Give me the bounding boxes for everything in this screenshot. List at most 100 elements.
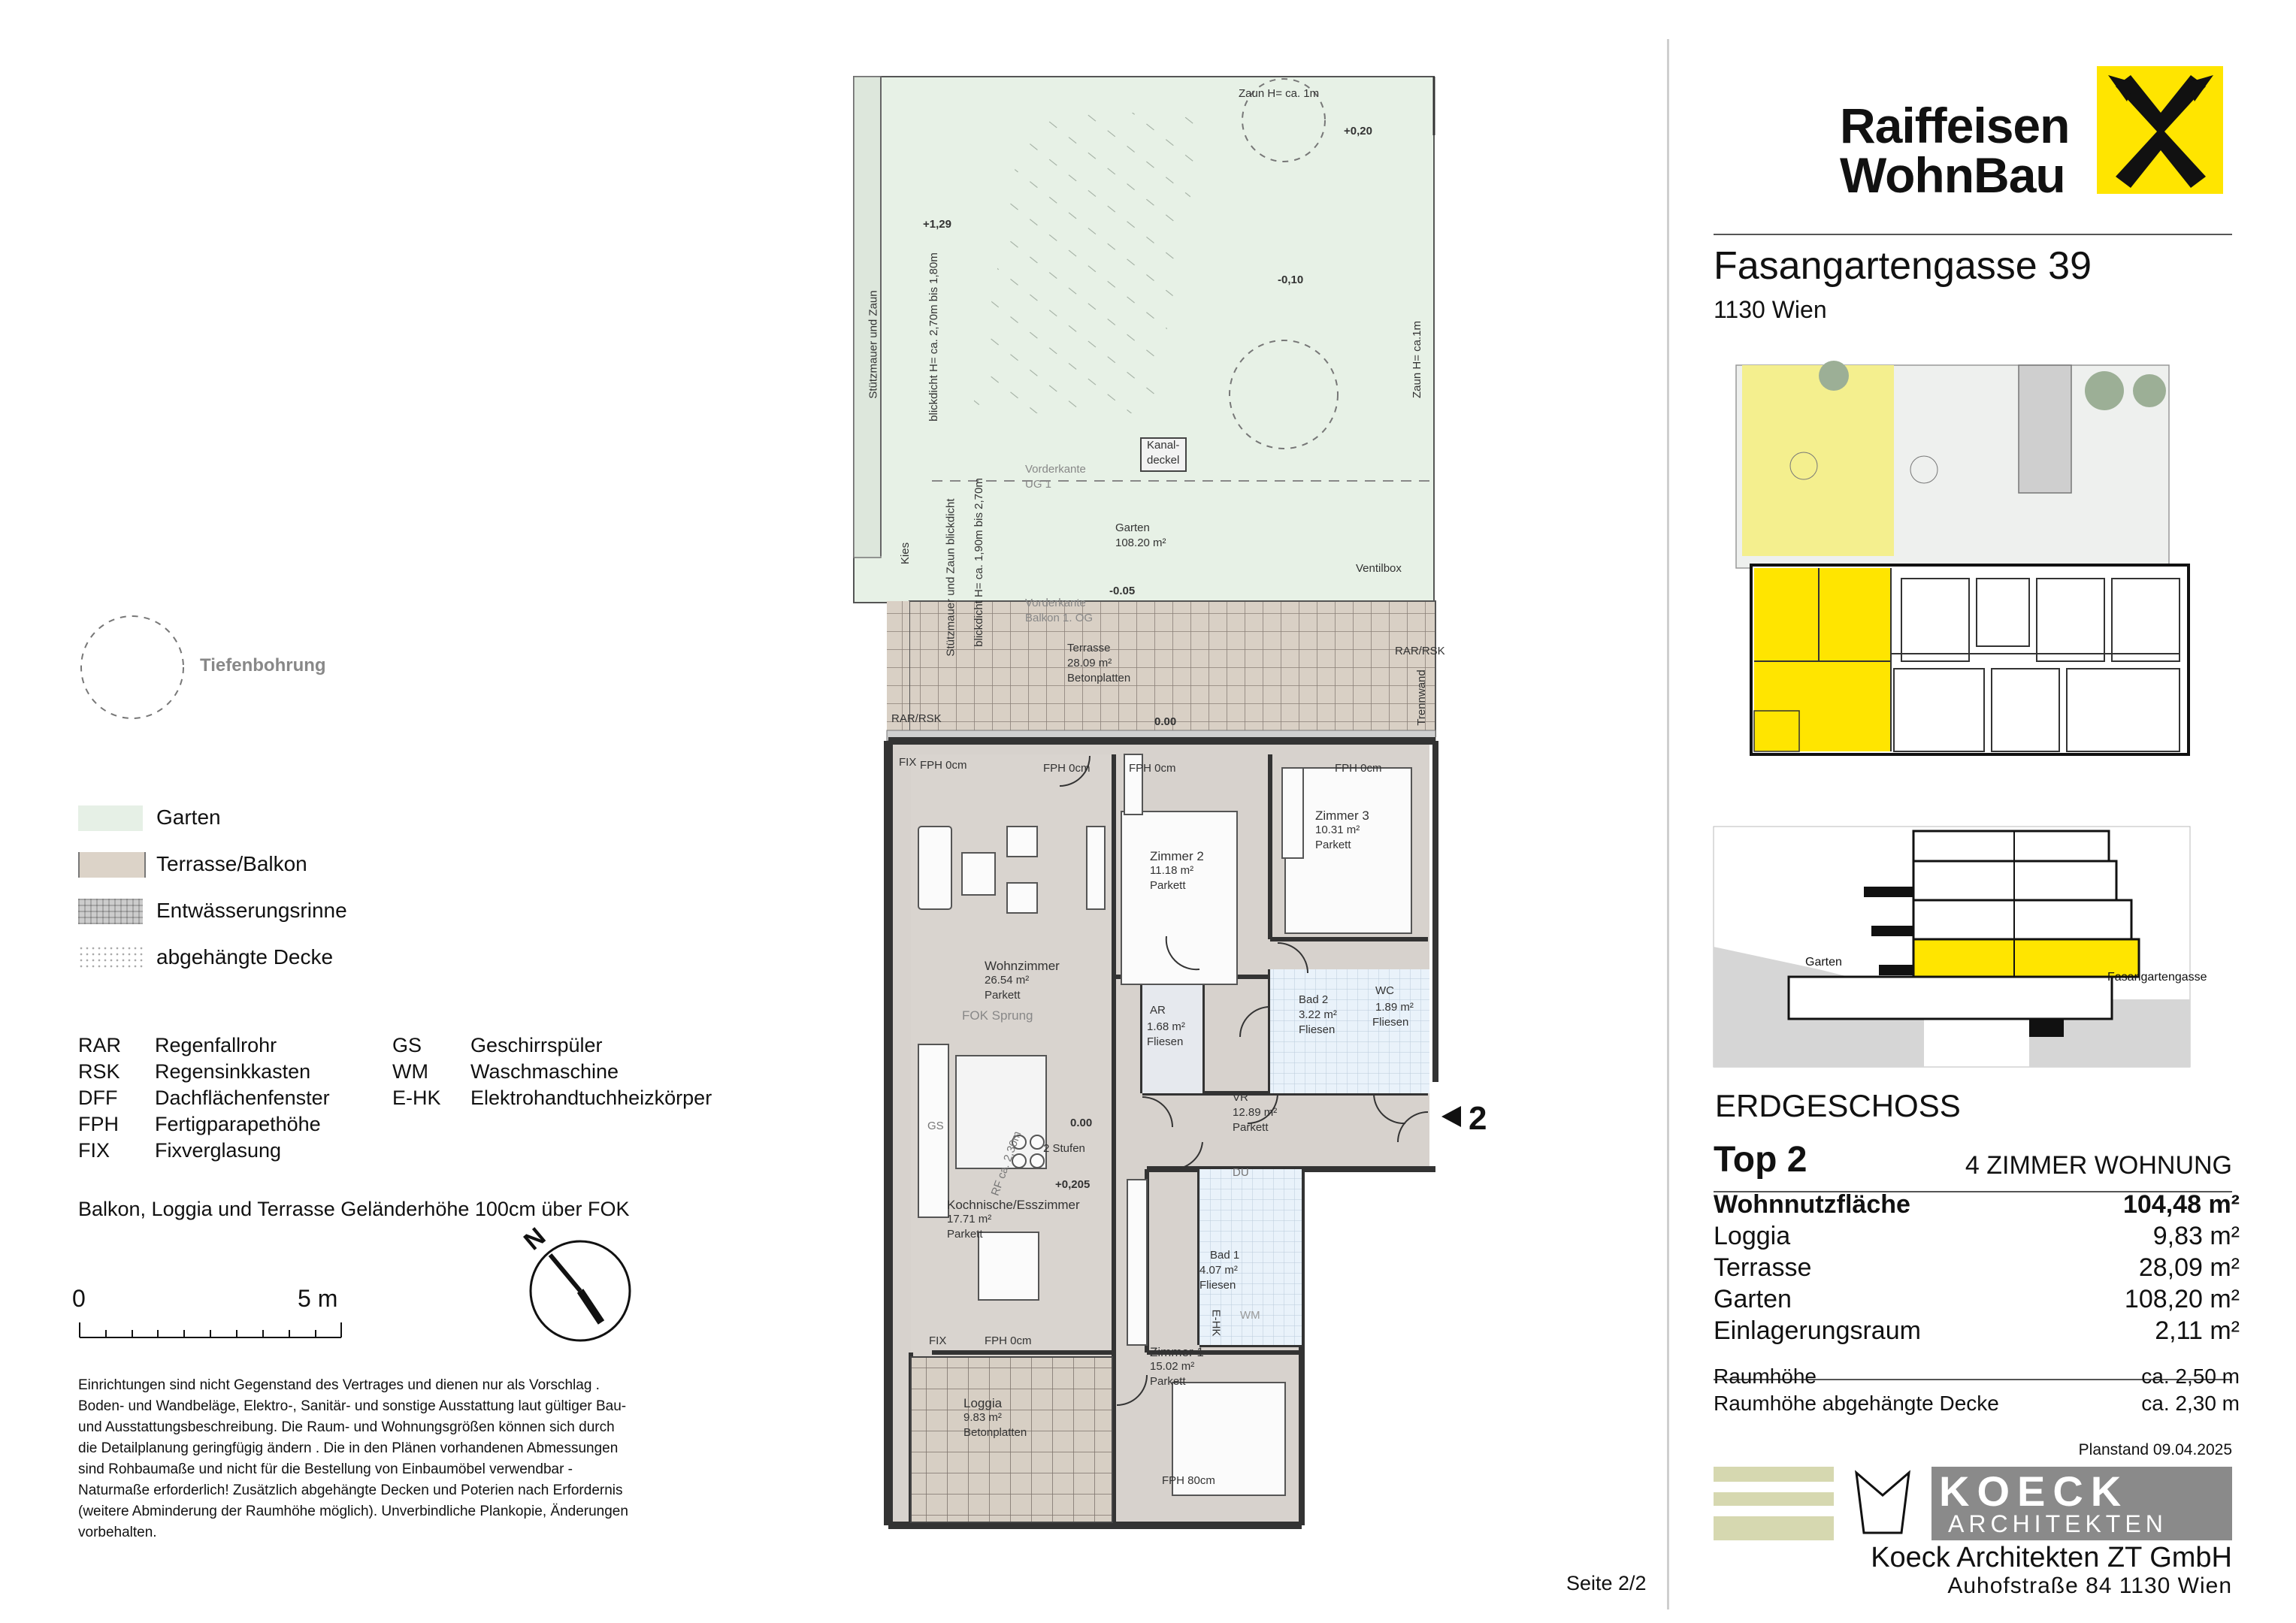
- unit-type: 4 ZIMMER WOHNUNG: [1965, 1151, 2232, 1180]
- height-label: Raumhöhe abgehängte Decke: [1714, 1392, 1999, 1415]
- height-value: ca. 2,30 m: [2141, 1392, 2240, 1415]
- room-bad1-area: 4.07 m²: [1199, 1264, 1238, 1277]
- label-fph0-3: FPH 0cm: [1129, 762, 1176, 775]
- abbr-code: FPH: [78, 1113, 119, 1135]
- height-label: Raumhöhe: [1714, 1365, 1817, 1388]
- legend-label-decke: abgehängte Decke: [156, 945, 334, 969]
- legend-label-garten: Garten: [156, 805, 221, 829]
- room-kochnische-floor: Parkett: [947, 1228, 983, 1241]
- scale-zero: 0: [72, 1285, 86, 1312]
- abbr-text: Elektrohandtuchheizkörper: [470, 1087, 712, 1109]
- level-000-inside: 0.00: [1070, 1117, 1093, 1129]
- label-fph0-1: FPH 0cm: [920, 759, 967, 772]
- label-stuetz2b: blickdicht H= ca. 1,90m bis 2,70m: [972, 478, 985, 647]
- abbr-text: Regenfallrohr: [155, 1034, 277, 1056]
- label-rar-rsk-right: RAR/RSK: [1395, 645, 1445, 657]
- room-loggia-floor: Betonplatten: [963, 1426, 1027, 1439]
- terrace-area: [909, 600, 1436, 737]
- logo-line1: Raiffeisen: [1840, 98, 2070, 153]
- label-fix-bottom: FIX: [929, 1334, 947, 1347]
- room-wohnzimmer-name: Wohnzimmer: [985, 959, 1060, 973]
- room-zimmer2-name: Zimmer 2: [1150, 849, 1204, 863]
- area-value: 108,20 m²: [2124, 1285, 2240, 1313]
- room-garten-name: Garten: [1115, 521, 1150, 534]
- room-bad1-floor: Fliesen: [1199, 1279, 1236, 1292]
- room-zimmer2-floor: Parkett: [1150, 879, 1186, 892]
- abbr-text: Regensinkkasten: [155, 1060, 311, 1083]
- area-value: 2,11 m²: [2155, 1316, 2240, 1345]
- address-street: Fasangartengasse 39: [1714, 244, 2092, 288]
- room-kochnische-area: 17.71 m²: [947, 1213, 992, 1226]
- label-kanal1: Kanal-: [1147, 439, 1180, 452]
- room-wohnzimmer-area: 26.54 m²: [985, 974, 1030, 987]
- room-bad2-area: 3.22 m²: [1299, 1008, 1337, 1021]
- room-bad1-name: Bad 1: [1210, 1249, 1240, 1262]
- area-row-einlagerungsraum: Einlagerungsraum 2,11 m²: [1714, 1316, 2240, 1346]
- label-gs: GS: [927, 1120, 944, 1132]
- label-zaun-right: Zaun H= ca.1m: [1410, 321, 1423, 398]
- label-fph0-5: FPH 0cm: [985, 1334, 1032, 1347]
- room-vr-area: 12.89 m²: [1233, 1106, 1278, 1119]
- height-row-raumhoehe: Raumhöhe ca. 2,50 m: [1714, 1365, 2240, 1389]
- level-plus-020: +0,20: [1344, 125, 1372, 138]
- level-plus-0205: +0,205: [1055, 1178, 1091, 1191]
- loggia-area: [910, 1356, 1113, 1523]
- area-label: Loggia: [1714, 1222, 1791, 1250]
- raiffeisen-logo-text: Raiffeisen WohnBau: [1840, 98, 2070, 203]
- logo-line2: WohnBau: [1840, 147, 2066, 203]
- room-wc-area: 1.89 m²: [1375, 1001, 1414, 1014]
- label-rf: RF ca. 2,30m: [988, 1129, 1024, 1198]
- scale-five: 5 m: [298, 1285, 338, 1312]
- room-ar-name: AR: [1150, 1004, 1166, 1017]
- label-fph80: FPH 80cm: [1162, 1474, 1215, 1487]
- label-kies: Kies: [899, 542, 912, 565]
- height-value: ca. 2,50 m: [2141, 1365, 2240, 1388]
- koeck-logo: [1714, 1467, 2232, 1540]
- abbr-code: RAR: [78, 1034, 122, 1056]
- legend-swatch-garten: [78, 805, 143, 831]
- legend-label-terrasse: Terrasse/Balkon: [156, 852, 307, 875]
- abbr-code: GS: [392, 1034, 422, 1056]
- level-minus-005: -0.05: [1109, 585, 1136, 597]
- railing-note: Balkon, Loggia und Terrasse Geländerhöhe…: [78, 1198, 630, 1220]
- label-kanal2: deckel: [1147, 454, 1180, 467]
- room-bad2-floor: Fliesen: [1299, 1023, 1336, 1036]
- entrance-arrow-icon: [1441, 1106, 1461, 1127]
- scale-bar: [79, 1322, 342, 1338]
- planstand: Planstand 09.04.2025: [2078, 1441, 2232, 1458]
- kanaldeckel: [1140, 437, 1187, 472]
- area-row-loggia: Loggia 9,83 m²: [1714, 1222, 2240, 1251]
- area-row-terrasse: Terrasse 28,09 m²: [1714, 1253, 2240, 1283]
- abbr-text: Geschirrspüler: [470, 1034, 603, 1056]
- section-thumbnail: [1713, 826, 2191, 1068]
- abbr-text: Fertigparapethöhe: [155, 1113, 321, 1135]
- label-ventilbox: Ventilbox: [1356, 562, 1402, 575]
- label-rar-rsk-left: RAR/RSK: [891, 712, 942, 725]
- room-ar-floor: Fliesen: [1147, 1035, 1184, 1048]
- tiefenbohrung-icon: [80, 615, 184, 719]
- label-fix-top: FIX: [899, 756, 917, 769]
- site-plan-thumbnail: [1714, 361, 2190, 756]
- room-wohnzimmer-floor: Parkett: [985, 989, 1021, 1002]
- room-zimmer2-area: 11.18 m²: [1150, 864, 1194, 877]
- height-row-abgehaengt: Raumhöhe abgehängte Decke ca. 2,30 m: [1714, 1392, 2240, 1416]
- room-zimmer1-floor: Parkett: [1150, 1375, 1186, 1388]
- legend-swatch-terrasse: [78, 852, 146, 878]
- room-terrasse-area: 28.09 m²: [1067, 657, 1112, 669]
- koeck-logo-bottom: ARCHITEKTEN: [1948, 1510, 2167, 1537]
- label-zaun-top: Zaun H= ca. 1m: [1239, 87, 1320, 100]
- page-number: Seite 2/2: [1566, 1572, 1647, 1594]
- room-wc-name: WC: [1375, 984, 1394, 997]
- room-terrasse-name: Terrasse: [1067, 642, 1111, 654]
- label-wm: WM: [1240, 1309, 1260, 1322]
- legend-swatch-rinne: [78, 899, 143, 924]
- furniture: [918, 754, 1412, 1496]
- floor-title: ERDGESCHOSS: [1715, 1088, 1961, 1123]
- area-label: Terrasse: [1714, 1253, 1812, 1282]
- label-stuetz1b: blickdicht H= ca. 2,70m bis 1,80m: [927, 252, 940, 422]
- level-000-terrace: 0.00: [1154, 715, 1177, 728]
- room-zimmer1-name: Zimmer 1: [1150, 1345, 1204, 1359]
- room-vr-name: VR: [1233, 1091, 1248, 1104]
